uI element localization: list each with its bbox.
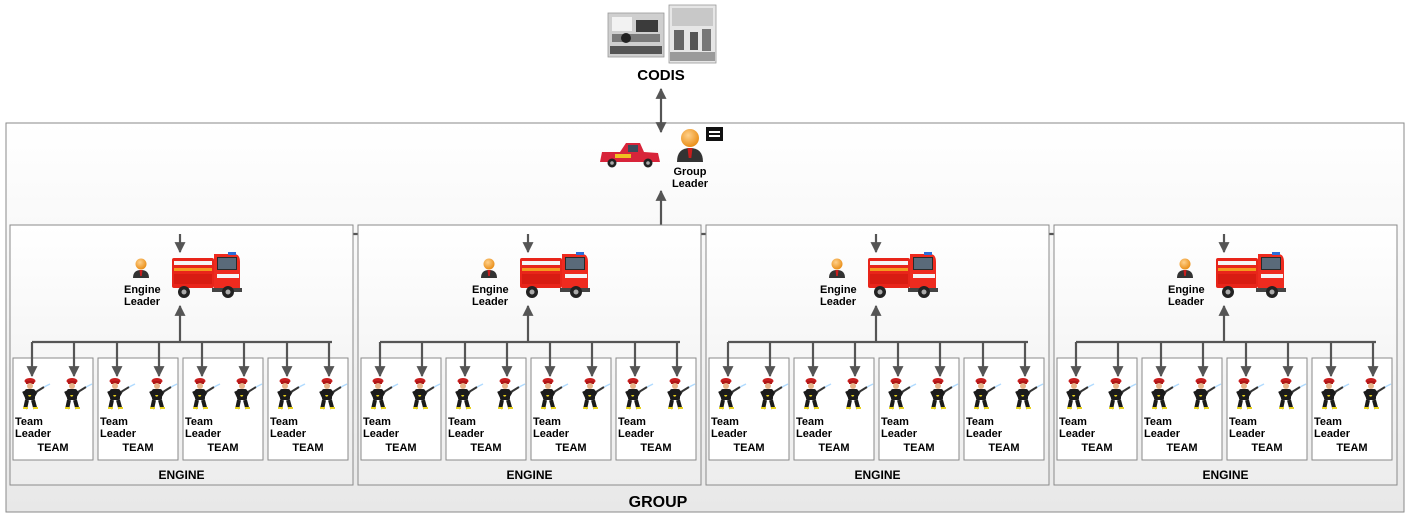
team-label: TEAM [903, 442, 935, 454]
group-label: GROUP [628, 494, 688, 511]
team-label: TEAM [733, 442, 765, 454]
team-label: TEAM [1081, 442, 1113, 454]
radio-icon [706, 127, 723, 141]
team-label: TEAM [640, 442, 672, 454]
team-label: TEAM [207, 442, 239, 454]
engines-layer [9, 224, 1398, 486]
team-label: TEAM [1251, 442, 1283, 454]
engine-label: ENGINE [1202, 468, 1249, 482]
leader-avatar-icon [677, 129, 703, 162]
codis-label: CODIS [637, 67, 685, 84]
team-label: TEAM [292, 442, 324, 454]
engine-label: ENGINE [158, 468, 205, 482]
team-label: TEAM [37, 442, 69, 454]
team-label: TEAM [988, 442, 1020, 454]
engine-label: ENGINE [506, 468, 553, 482]
team-label: TEAM [122, 442, 154, 454]
team-label: TEAM [1336, 442, 1368, 454]
team-label: TEAM [555, 442, 587, 454]
team-label: TEAM [818, 442, 850, 454]
photo-icon [668, 4, 717, 64]
team-label: TEAM [385, 442, 417, 454]
photo-icon [607, 12, 665, 58]
pickup-truck-icon [600, 143, 660, 168]
team-label: TEAM [1166, 442, 1198, 454]
engine-label: ENGINE [854, 468, 901, 482]
team-label: TEAM [470, 442, 502, 454]
